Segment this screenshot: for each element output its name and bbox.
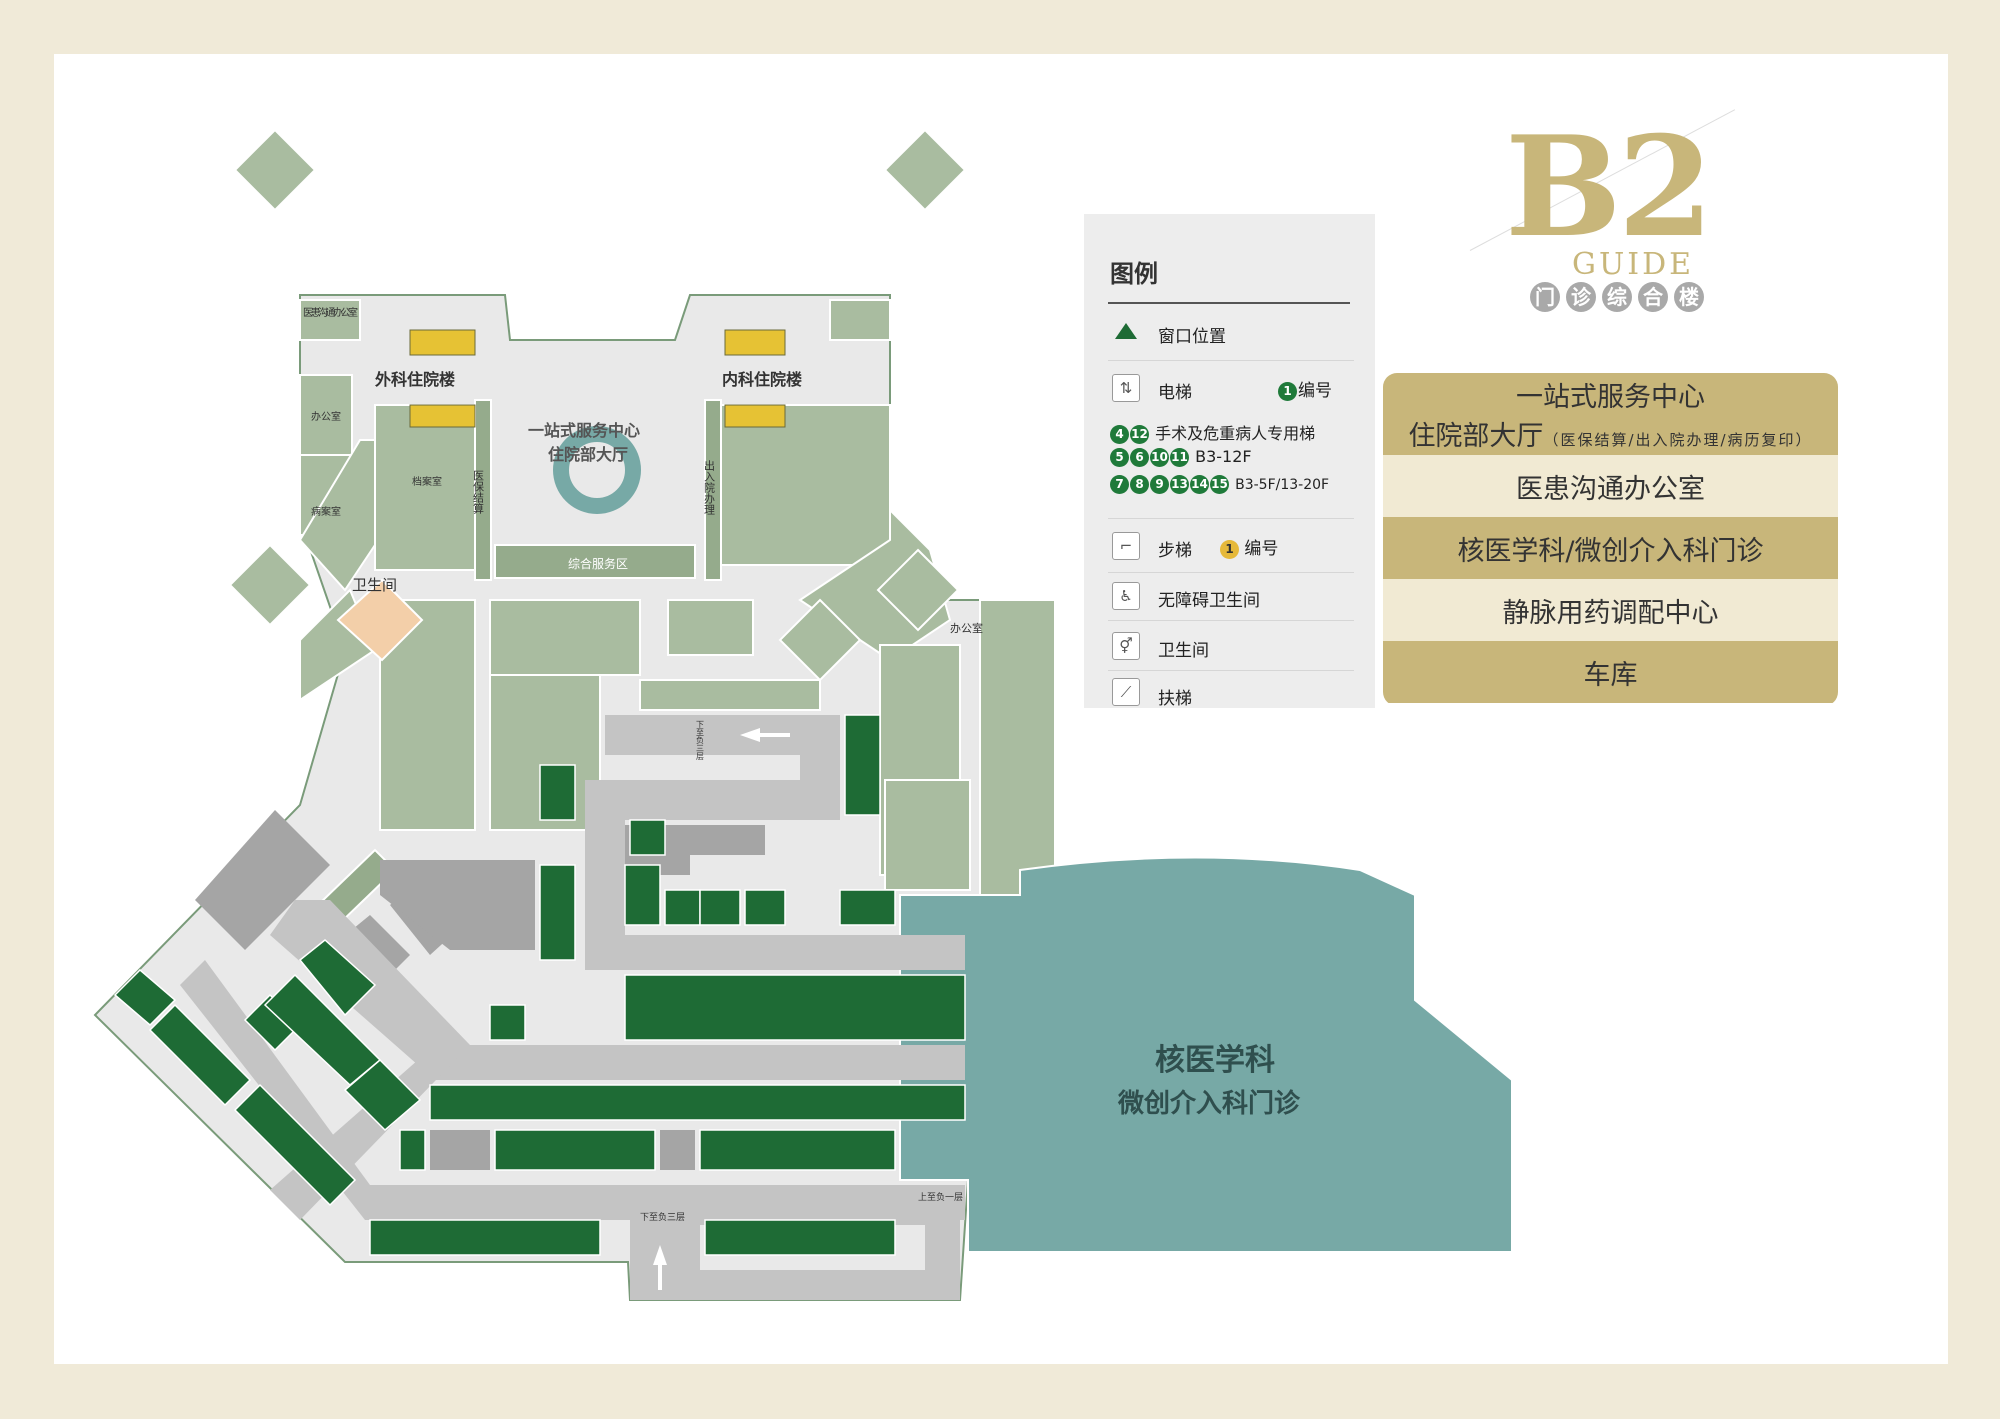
building-char: 诊 — [1566, 282, 1596, 312]
escalator-icon: ⟋ — [1112, 678, 1140, 706]
legend-escalator-label: 扶梯 — [1158, 689, 1192, 709]
label-internal-building: 内科住院楼 — [722, 370, 802, 389]
parking-spaces — [113, 714, 966, 1256]
elevator-icon: ⇅ — [1112, 374, 1140, 402]
label-service-center: 一站式服务中心 — [528, 421, 640, 440]
building-char: 门 — [1530, 282, 1560, 312]
legend-elevator-label: 电梯 — [1158, 383, 1192, 403]
hall-ring — [553, 426, 641, 514]
legend-row-stairs: ⌐ 步梯 1 编号 — [1108, 524, 1354, 573]
label-inpatient-hall: 住院部大厅 — [548, 445, 628, 464]
legend-number-label: 编号 — [1298, 381, 1332, 401]
legend-row-toilet: ⚥ 卫生间 — [1108, 626, 1354, 671]
directory-item-service-center: 一站式服务中心 住院部大厅（医保结算/出入院办理/病历复印） — [1383, 373, 1838, 455]
legend-rule — [1108, 302, 1350, 304]
wheelchair-icon: ♿ — [1112, 582, 1140, 610]
label-insurance: 医保结算 — [472, 470, 485, 515]
guide-word: GUIDE — [1572, 247, 1695, 282]
road-arrows — [653, 728, 790, 1290]
building-name: 门 诊 综 合 楼 — [1530, 282, 1704, 312]
nuclear-medicine-area — [899, 856, 1513, 1253]
number-badge-icon: 1 — [1220, 539, 1239, 559]
label-records: 病案室 — [311, 505, 341, 518]
building-dark — [316, 399, 722, 927]
triangle-icon — [1115, 323, 1137, 339]
elevator-rows — [409, 329, 786, 428]
stair-core-blocks — [228, 128, 967, 632]
legend-toilet-label: 卫生间 — [1158, 641, 1209, 661]
label-office-right: 办公室 — [950, 621, 983, 635]
legend-row-window: 窗口位置 — [1108, 316, 1354, 361]
label-doctor-patient-office: 医患沟通办公室 — [303, 306, 358, 319]
label-toilet: 卫生间 — [352, 576, 397, 594]
legend-accessible-label: 无障碍卫生间 — [1158, 591, 1260, 611]
legend-number-label: 编号 — [1244, 539, 1279, 559]
number-badge-icon: 1 — [1278, 381, 1297, 401]
stairs-icon: ⌐ — [1112, 532, 1140, 560]
label-down-ramp: 下至负三层 — [696, 720, 705, 761]
directory-item-iv-center: 静脉用药调配中心 — [1383, 579, 1838, 641]
directory-item-communication-office: 医患沟通办公室 — [1383, 455, 1838, 517]
label-archive: 档案室 — [412, 475, 442, 488]
floor-title: B2 — [1505, 105, 1714, 268]
building-char: 综 — [1602, 282, 1632, 312]
toilet-room — [336, 578, 424, 662]
legend-title: 图例 — [1110, 260, 1158, 288]
label-office: 办公室 — [311, 410, 341, 423]
legend-window-label: 窗口位置 — [1158, 327, 1226, 347]
floor-directory: 一站式服务中心 住院部大厅（医保结算/出入院办理/病历复印） 医患沟通办公室 核… — [1383, 373, 1838, 706]
building-blocks — [298, 299, 1056, 896]
directory-item-garage: 车库 — [1383, 641, 1838, 703]
label-interventional: 微创介入科门诊 — [1117, 1088, 1301, 1119]
label-nuclear-medicine: 核医学科 — [1155, 1043, 1275, 1078]
legend-row-escalator: ⟋ 扶梯 — [1108, 674, 1354, 714]
legend-stairs-label: 步梯 — [1158, 541, 1192, 561]
label-comprehensive-service: 综合服务区 — [568, 556, 628, 571]
label-admission: 出入院办理 — [703, 459, 716, 515]
building-char: 楼 — [1674, 282, 1704, 312]
toilet-icon: ⚥ — [1112, 632, 1140, 660]
building-char: 合 — [1638, 282, 1668, 312]
directory-item-nuclear-medicine: 核医学科/微创介入科门诊 — [1383, 517, 1838, 579]
label-down-b3: 下至负三层 — [640, 1211, 685, 1223]
label-up-b1: 上至负一层 — [918, 1191, 963, 1203]
legend-row-accessible-toilet: ♿ 无障碍卫生间 — [1108, 576, 1354, 621]
label-surgical-building: 外科住院楼 — [374, 370, 455, 389]
